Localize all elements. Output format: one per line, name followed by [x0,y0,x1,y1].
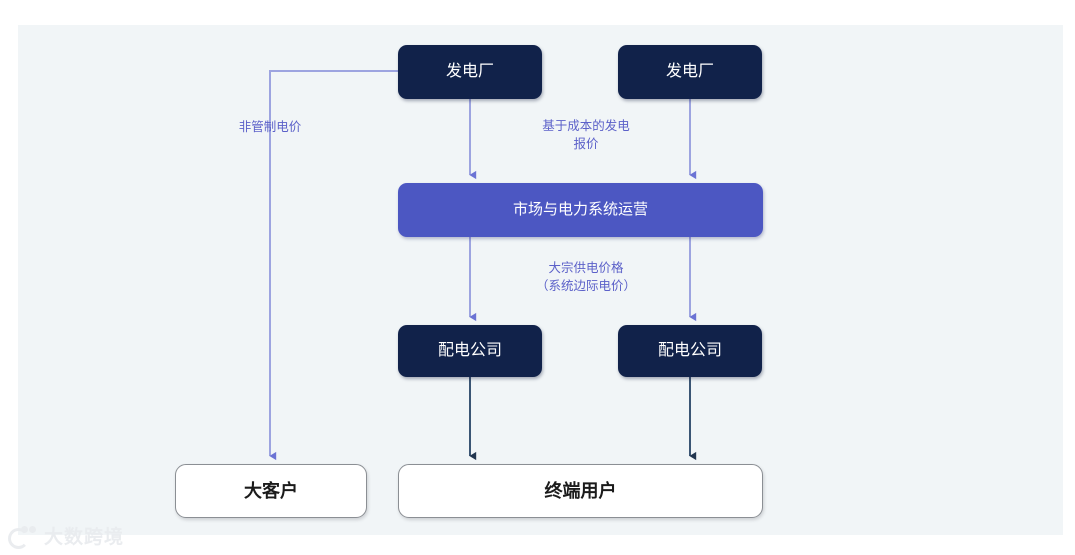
node-generator-left[interactable]: 发电厂 [398,45,542,99]
node-market-operator[interactable]: 市场与电力系统运营 [398,183,763,237]
node-large-customer[interactable]: 大客户 [175,464,367,518]
diagram-canvas [18,25,1063,535]
node-market-operator-label: 市场与电力系统运营 [512,200,648,218]
node-end-user-label: 终端用户 [544,480,617,501]
node-distributor-left[interactable]: 配电公司 [398,325,542,377]
node-generator-right-label: 发电厂 [665,63,714,80]
node-large-customer-label: 大客户 [244,480,298,501]
edge-label-unregulated-price: 非管制电价 [238,120,302,134]
node-generator-right[interactable]: 发电厂 [618,45,762,99]
edge-label-cost-based-bid: 基于成本的发电 报价 [542,119,630,152]
node-distributor-left-label: 配电公司 [437,342,502,359]
node-generator-left-label: 发电厂 [445,63,494,80]
node-distributor-right-label: 配电公司 [657,342,722,359]
edge-label-wholesale-price: 大宗供电价格 （系统边际电价） [535,261,636,294]
node-distributor-right[interactable]: 配电公司 [618,325,762,377]
node-end-user[interactable]: 终端用户 [398,464,763,518]
